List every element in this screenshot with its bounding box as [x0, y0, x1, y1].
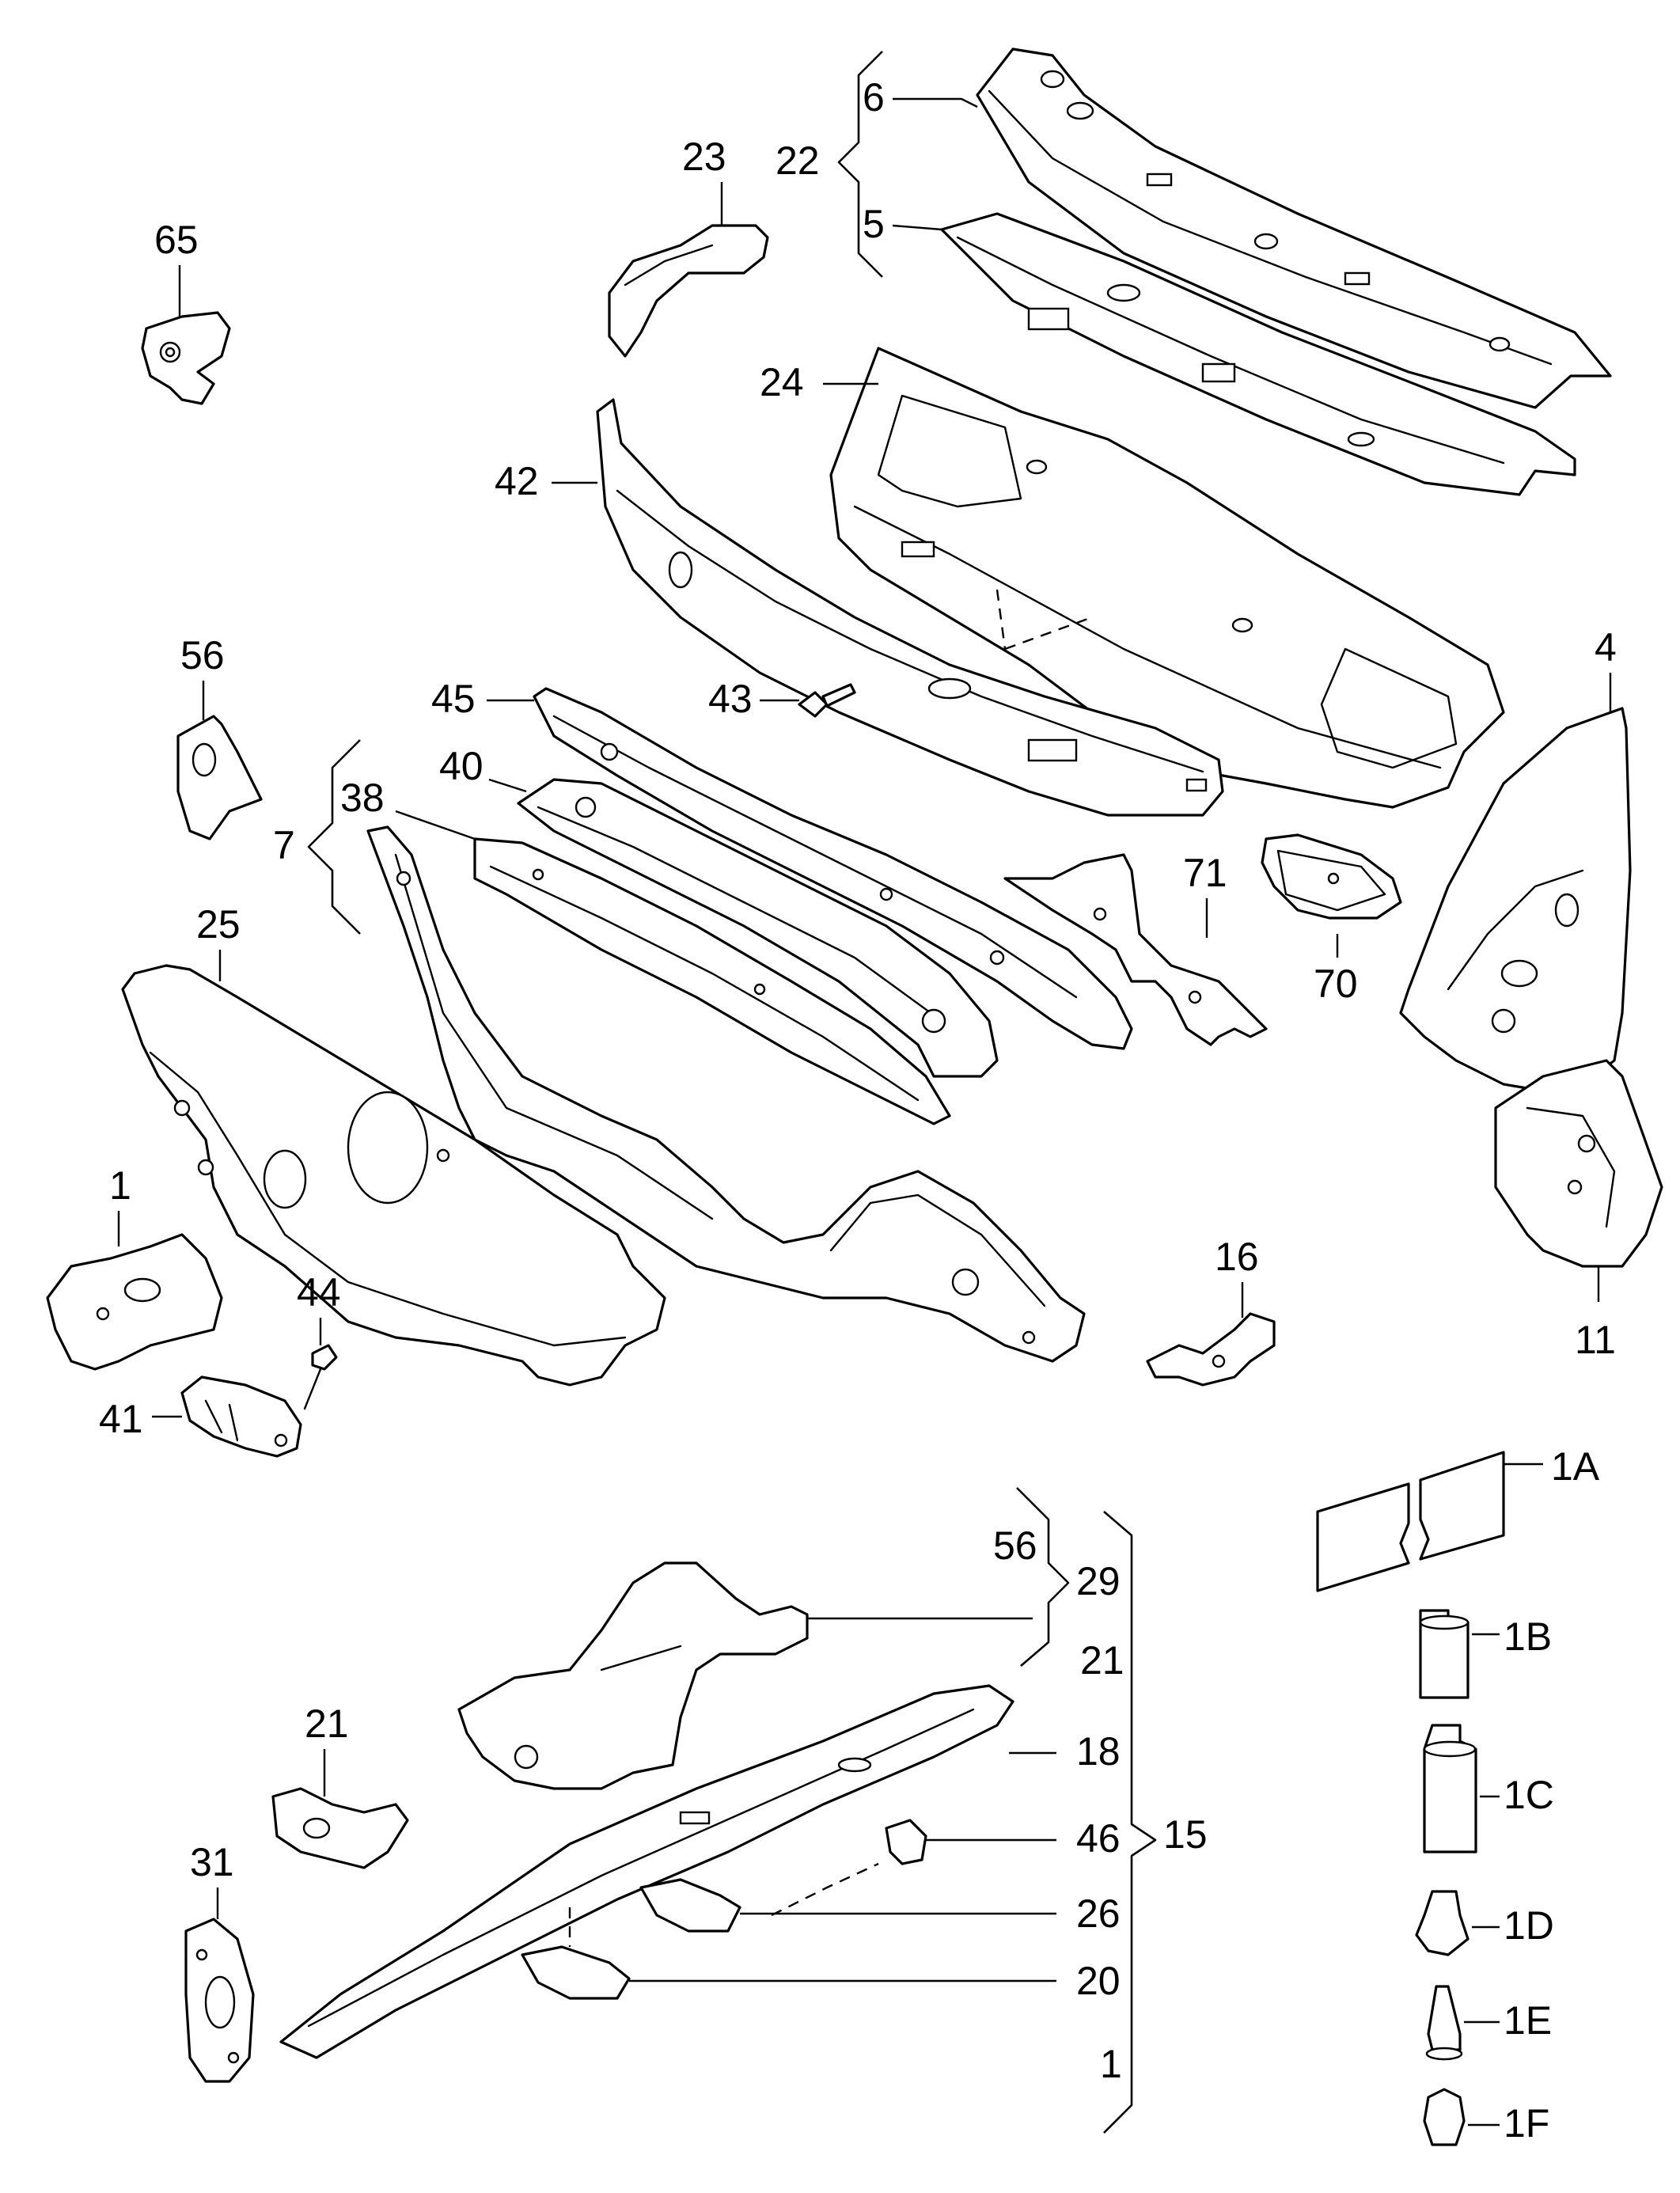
callout-1-upper: 1	[109, 1163, 131, 1208]
group-bracket-7	[307, 739, 361, 935]
part-71-bracket	[1003, 853, 1268, 1046]
callout-71: 71	[1183, 851, 1227, 895]
callout-56-upper: 56	[180, 633, 225, 677]
callout-15: 15	[1163, 1812, 1208, 1857]
part-1-bracket-upper	[46, 1233, 223, 1371]
part-24-air-intake	[829, 347, 1505, 809]
callout-11: 11	[1575, 1318, 1616, 1362]
part-42-cowl-panel	[596, 398, 1224, 817]
callout-18: 18	[1076, 1729, 1121, 1774]
part-1E-rivet	[1425, 1985, 1463, 2061]
part-11-lower-pillar	[1494, 1059, 1663, 1268]
part-70-grommet	[1261, 833, 1402, 920]
part-20-bracket	[521, 1945, 631, 2000]
callout-1F: 1F	[1504, 2101, 1549, 2146]
part-41-bracket	[180, 1375, 302, 1458]
callout-5: 5	[863, 202, 885, 246]
part-5-plenum-lower	[940, 212, 1576, 496]
part-45-crossmember	[533, 687, 1133, 1050]
callout-1C: 1C	[1504, 1773, 1554, 1817]
callout-24: 24	[760, 360, 804, 404]
group-bracket-22	[837, 51, 883, 278]
part-1A-tape	[1316, 1451, 1505, 1592]
callout-44: 44	[297, 1270, 341, 1315]
part-29-member	[457, 1561, 809, 1790]
callout-38: 38	[340, 776, 385, 820]
callout-7: 7	[273, 823, 295, 867]
part-7-rail	[366, 825, 1086, 1363]
callout-56-lower: 56	[993, 1523, 1037, 1568]
callout-1-lower: 1	[1100, 2042, 1122, 2086]
part-26-bracket	[639, 1878, 741, 1933]
callout-26: 26	[1076, 1891, 1121, 1936]
part-6-plenum-upper	[976, 47, 1612, 409]
callout-45: 45	[431, 677, 476, 721]
callout-25: 25	[196, 902, 241, 947]
callout-21-left: 21	[305, 1702, 349, 1746]
callout-70: 70	[1314, 962, 1358, 1006]
part-46-plate	[885, 1819, 927, 1865]
part-31-plate	[184, 1918, 255, 2083]
callout-1D: 1D	[1504, 1903, 1554, 1948]
part-1D-clip	[1415, 1890, 1470, 1956]
part-1F-nut	[1423, 2088, 1466, 2146]
part-43-bolt	[798, 683, 856, 718]
part-1B-cartridge	[1419, 1609, 1470, 1699]
part-38-crossmember	[473, 837, 951, 1125]
part-16-bracket	[1146, 1312, 1276, 1387]
callout-21-right: 21	[1080, 1638, 1124, 1683]
callout-4: 4	[1595, 625, 1617, 670]
callout-43: 43	[708, 677, 753, 721]
part-18-frame	[279, 1684, 1014, 2059]
part-65-bracket	[141, 311, 231, 405]
callout-6: 6	[863, 75, 885, 120]
callout-40: 40	[439, 744, 484, 788]
callout-1A: 1A	[1551, 1444, 1600, 1489]
callout-1B: 1B	[1504, 1614, 1552, 1659]
callout-labels: 6 22 5 23 65 24 42 43 56 45 40 38 7 4 71…	[99, 75, 1617, 2146]
part-23-bracket	[608, 224, 769, 358]
callout-42: 42	[495, 459, 539, 503]
callout-23: 23	[682, 135, 726, 179]
callout-29: 29	[1076, 1559, 1121, 1603]
callout-41: 41	[99, 1397, 143, 1441]
group-bracket-15	[1103, 1511, 1157, 2134]
assembly-line	[771, 1862, 879, 1917]
part-25-bulkhead	[121, 964, 666, 1387]
callout-65: 65	[154, 218, 199, 262]
leader-lines	[117, 97, 1612, 2127]
callout-20: 20	[1076, 1959, 1121, 2003]
part-4-pillar	[1399, 707, 1632, 1094]
part-56-bracket-upper	[176, 715, 263, 840]
callout-31: 31	[190, 1840, 234, 1884]
callout-22: 22	[776, 138, 820, 183]
callout-46: 46	[1076, 1816, 1121, 1861]
callout-16: 16	[1215, 1235, 1259, 1279]
part-44-bolt	[303, 1344, 338, 1410]
part-40-crossmember	[517, 778, 999, 1078]
callout-1E: 1E	[1504, 1998, 1552, 2043]
part-21-bracket	[271, 1787, 409, 1869]
group-bracket-29	[1016, 1487, 1070, 1667]
part-1C-cartridge	[1423, 1724, 1477, 1853]
